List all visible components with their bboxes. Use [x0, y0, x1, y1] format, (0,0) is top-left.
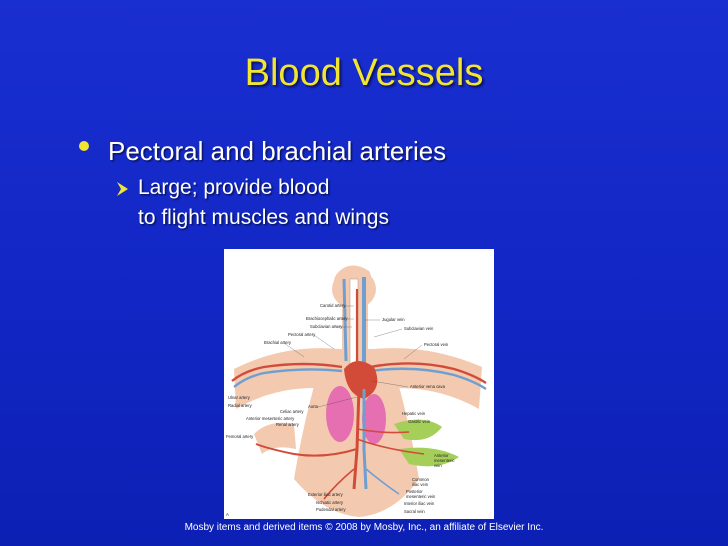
label-posterior-mesenteric-vein-1: Posterior	[406, 489, 423, 494]
figure-corner-letter: A	[226, 512, 229, 517]
label-subclavian-artery: Subclavian artery	[310, 324, 343, 329]
label-gastric-vein: Gastric vein	[408, 419, 431, 424]
label-jugular-vein: Jugular vein	[382, 317, 405, 322]
label-common-iliac-vein-1: Common	[412, 477, 430, 482]
label-aorta: Aorta	[308, 404, 319, 409]
label-anterior-mesenteric-vein-3: vein	[434, 463, 442, 468]
label-pectoral-vein: Pectoral vein	[424, 342, 449, 347]
sub-bullet-line-2: to flight muscles and wings	[138, 206, 389, 229]
label-brachial-artery: Brachial artery	[264, 340, 292, 345]
label-subclavian-vein: Subclavian vein	[404, 326, 434, 331]
label-anterior-mesenteric-artery: Anterior mesenteric artery	[246, 416, 295, 421]
bullet-text: Pectoral and brachial arteries	[108, 136, 447, 166]
sub-bullet-line-1: Large; provide blood	[138, 176, 330, 199]
slide-title: Blood Vessels	[244, 52, 484, 94]
arrow-bullet-icon	[116, 179, 130, 203]
bullet-dot-icon	[78, 140, 89, 151]
label-anterior-vena-cava: Anterior vena cava	[410, 384, 446, 389]
label-anterior-mesenteric-vein-2: mesenteric	[434, 458, 454, 463]
label-hepatic-vein: Hepatic vein	[402, 411, 426, 416]
label-interior-iliac-vein: Interior iliac vein	[404, 501, 435, 506]
label-femoral-artery: Femoral artery	[226, 434, 254, 439]
label-pectoral-artery: Pectoral artery	[288, 332, 316, 337]
label-ulnar-artery: Ulnar artery	[228, 395, 251, 400]
label-anterior-mesenteric-vein-1: Anterior	[434, 453, 449, 458]
copyright-footer: Mosby items and derived items © 2008 by …	[184, 522, 544, 533]
circulatory-diagram: Carotid artery Brachiocephalic artery Su…	[224, 249, 494, 519]
label-exterior-iliac-artery: Exterior iliac artery	[308, 492, 344, 497]
label-renal-artery: Renal artery	[276, 422, 300, 427]
label-carotid-artery: Carotid artery	[320, 303, 346, 308]
label-posterior-mesenteric-vein-2: mesenteric vein	[406, 494, 436, 499]
label-common-iliac-vein-2: iliac vein	[412, 482, 429, 487]
label-celiac-artery: Celiac artery	[280, 409, 304, 414]
label-ischiatic-artery: Ischiatic artery	[316, 500, 344, 505]
label-brachiocephalic-artery: Brachiocephalic artery	[306, 316, 348, 321]
label-pudendal-artery: Pudendal artery	[316, 507, 346, 512]
label-sacral-vein: Sacral vein	[404, 509, 425, 514]
label-radial-artery: Radial artery	[228, 403, 253, 408]
